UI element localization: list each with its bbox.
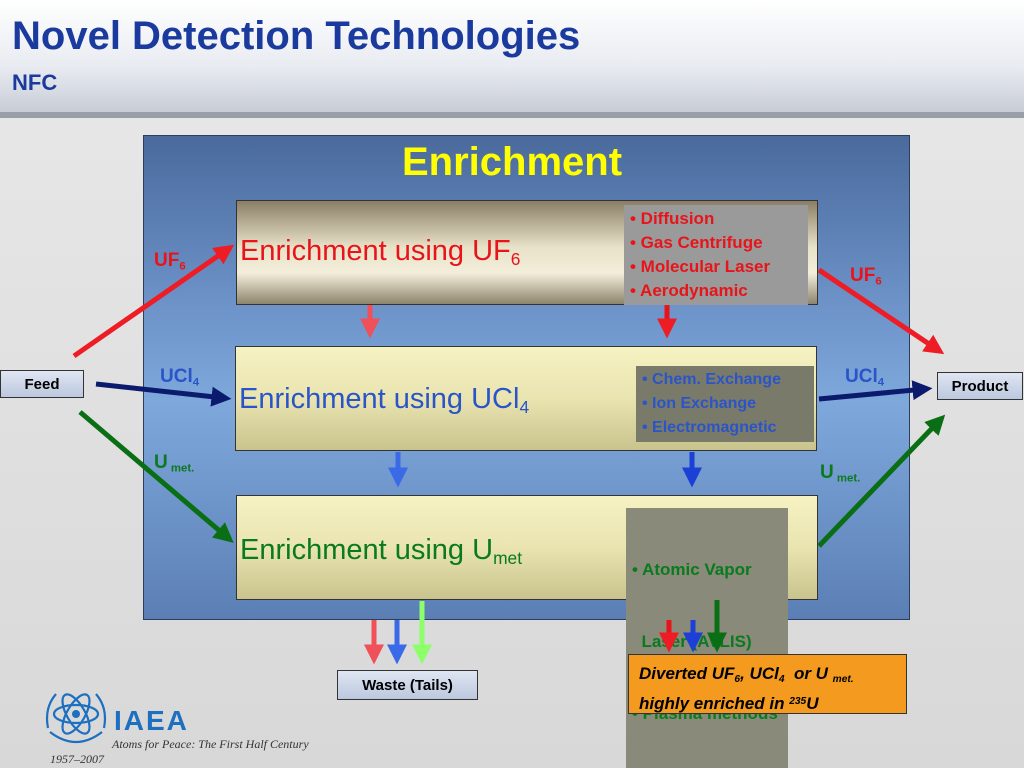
method-item: • Aerodynamic	[630, 281, 748, 300]
arrow-icon	[72, 244, 235, 359]
method-item: • Electromagnetic	[642, 419, 777, 436]
diverted-line-1: Diverted UF6, UCl4 or U met.	[639, 664, 854, 686]
ucl4-method-list: • Chem. Exchange • Ion Exchange • Electr…	[636, 366, 814, 442]
umet-in-label: U met.	[154, 452, 195, 475]
iaea-emblem-icon	[45, 693, 107, 744]
uf6-out-label: UF6	[850, 265, 882, 288]
diverted-box: Diverted UF6, UCl4 or U met. highly enri…	[628, 654, 907, 714]
header: Novel Detection Technologies NFC	[0, 0, 1024, 118]
method-item: • Gas Centrifuge	[630, 233, 763, 252]
arrow-icon	[95, 381, 232, 407]
arrow-icon	[817, 414, 946, 548]
arrow-icon	[818, 380, 933, 402]
page-subtitle: NFC	[12, 70, 58, 95]
method-item: • Chem. Exchange	[642, 371, 781, 388]
box-uf6: Enrichment using UF6 • Diffusion • Gas C…	[236, 200, 818, 305]
ucl4-in-label: UCl4	[160, 366, 200, 389]
uf6-in-label: UF6	[154, 250, 186, 273]
arrow-icon	[78, 410, 234, 543]
box-ucl4: Enrichment using UCl4 • Chem. Exchange •…	[235, 346, 817, 451]
logo-years: 1957–2007	[50, 752, 104, 766]
umet-out-label: U met.	[820, 462, 861, 485]
page-title: Novel Detection Technologies	[12, 14, 581, 58]
box-umet-label: Enrichment using Umet	[240, 534, 523, 569]
panel-title: Enrichment	[401, 140, 623, 184]
logo-text: IAEA	[114, 705, 189, 736]
diverted-line-2: highly enriched in 235U	[639, 694, 819, 714]
ucl4-out-label: UCl4	[845, 366, 885, 389]
arrow-icon	[817, 267, 945, 355]
product-node: Product	[937, 372, 1023, 400]
uf6-method-list: • Diffusion • Gas Centrifuge • Molecular…	[624, 205, 808, 305]
method-item: • Molecular Laser	[630, 257, 771, 276]
box-ucl4-label: Enrichment using UCl4	[239, 383, 530, 418]
feed-node: Feed	[0, 370, 84, 398]
logo-tagline: Atoms for Peace: The First Half Century	[112, 737, 309, 751]
waste-node: Waste (Tails)	[337, 670, 478, 700]
box-uf6-label: Enrichment using UF6	[240, 235, 521, 270]
method-item: • Atomic Vapor	[632, 560, 752, 579]
method-item: • Ion Exchange	[642, 395, 757, 412]
method-item: • Diffusion	[630, 209, 715, 228]
